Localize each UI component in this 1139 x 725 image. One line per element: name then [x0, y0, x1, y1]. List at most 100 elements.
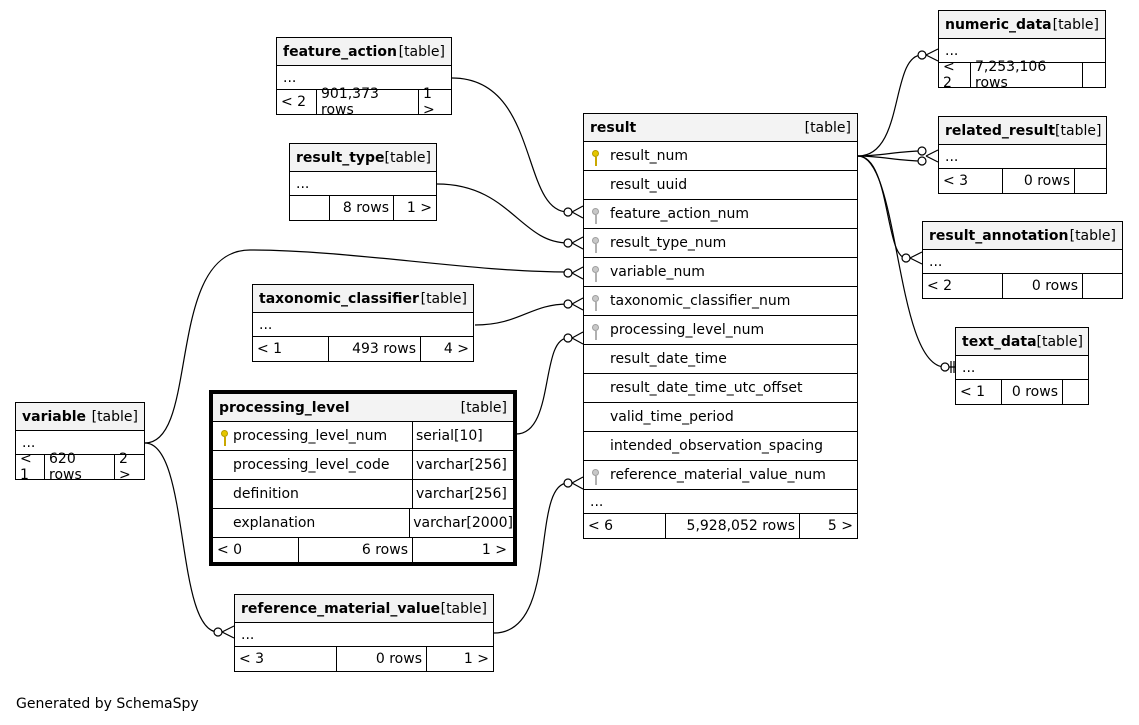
primary-key-icon — [592, 150, 599, 166]
table-result[interactable]: result[table] result_num result_uuid fea… — [583, 113, 858, 539]
row-count: 0 rows — [337, 647, 427, 671]
column-row[interactable]: processing_level_num serial[10] — [213, 422, 513, 451]
edge-text-data — [857, 155, 946, 368]
column-row[interactable]: processing_level_code varchar[256] — [213, 451, 513, 480]
table-processing-level[interactable]: processing_level [table] processing_level… — [209, 390, 517, 566]
edge-related-result-2 — [857, 155, 923, 162]
table-name: numeric_data — [945, 16, 1052, 33]
table-name: processing_level — [219, 399, 350, 416]
edge-feature-action — [451, 77, 569, 213]
table-feature-action[interactable]: feature_action[table] ... < 2 901,373 ro… — [276, 37, 452, 118]
column-row[interactable]: taxonomic_classifier_num — [584, 287, 857, 316]
table-reference-material-value[interactable]: reference_material_value[table] ... < 3 … — [234, 594, 494, 672]
children-count[interactable]: < 1 — [16, 451, 45, 483]
parents-count[interactable]: 4 > — [443, 341, 469, 357]
column-row[interactable]: valid_time_period — [584, 403, 857, 432]
column-row[interactable]: intended_observation_spacing — [584, 432, 857, 461]
table-kind: [table] — [1036, 333, 1083, 350]
row-count: 493 rows — [329, 337, 421, 361]
column-name: result_date_time_utc_offset — [610, 380, 803, 396]
children-count[interactable]: < 0 — [213, 538, 299, 562]
column-type: varchar[2000] — [413, 515, 513, 531]
parents-count[interactable]: 5 > — [827, 518, 853, 534]
column-name: result_date_time — [610, 351, 727, 367]
table-result-annotation[interactable]: result_annotation[table] ... < 2 0 rows — [922, 221, 1123, 299]
parents-count[interactable]: 1 > — [463, 651, 489, 667]
column-name: definition — [233, 486, 299, 502]
row-count: 0 rows — [1003, 274, 1083, 298]
parents-count[interactable] — [1063, 380, 1088, 404]
table-numeric-data[interactable]: numeric_data[table] ... < 2 7,253,106 ro… — [938, 10, 1106, 91]
table-stats: 8 rows 1 > — [290, 196, 436, 220]
column-row[interactable]: result_date_time_utc_offset — [584, 374, 857, 403]
row-count: 620 rows — [45, 451, 115, 483]
foreign-key-icon — [592, 469, 599, 485]
parents-count[interactable]: 1 > — [481, 542, 507, 558]
table-name: result — [590, 119, 637, 136]
column-name: result_uuid — [610, 177, 688, 193]
columns-ellipsis: ... — [235, 623, 493, 647]
table-kind: [table] — [1052, 16, 1099, 33]
parents-count[interactable]: 1 > — [406, 200, 432, 216]
children-count[interactable]: < 3 — [939, 169, 1003, 193]
table-variable[interactable]: variable[table] ... < 1 620 rows 2 > — [15, 402, 145, 483]
table-stats: < 3 0 rows 1 > — [235, 647, 493, 671]
table-stats: < 3 0 rows — [939, 169, 1106, 193]
column-row[interactable]: reference_material_value_num — [584, 461, 857, 490]
table-kind: [table] — [460, 399, 507, 416]
edge-result-annotation — [857, 155, 907, 259]
column-row[interactable]: definition varchar[256] — [213, 480, 513, 509]
column-name: valid_time_period — [610, 409, 734, 425]
table-kind: [table] — [384, 149, 431, 166]
children-count[interactable]: < 2 — [939, 59, 971, 91]
table-related-result[interactable]: related_result[table] ... < 3 0 rows — [938, 116, 1107, 194]
column-row[interactable]: result_type_num — [584, 229, 857, 258]
table-text-data[interactable]: text_data[table] ... < 1 0 rows — [955, 327, 1089, 405]
parents-count[interactable]: 2 > — [119, 451, 131, 483]
parents-count[interactable] — [1075, 169, 1106, 193]
table-result-type[interactable]: result_type[table] ... 8 rows 1 > — [289, 143, 437, 221]
column-type: varchar[256] — [416, 457, 507, 473]
column-row[interactable]: result_num — [584, 142, 857, 171]
table-stats: < 2 7,253,106 rows — [939, 59, 1105, 91]
children-count[interactable] — [290, 196, 330, 220]
parents-count[interactable] — [1083, 63, 1105, 87]
columns-ellipsis: ... — [16, 431, 144, 455]
edge-result-type — [436, 183, 569, 244]
table-stats: < 1 493 rows 4 > — [253, 337, 473, 361]
children-count[interactable]: < 6 — [584, 514, 666, 538]
column-type: varchar[256] — [416, 486, 507, 502]
parents-count[interactable]: 1 > — [423, 86, 435, 118]
columns-ellipsis: ... — [923, 250, 1122, 274]
children-count[interactable]: < 2 — [277, 90, 317, 114]
column-row[interactable]: variable_num — [584, 258, 857, 287]
column-name: intended_observation_spacing — [610, 438, 824, 454]
row-count: 0 rows — [1002, 380, 1063, 404]
column-row[interactable]: feature_action_num — [584, 200, 857, 229]
table-kind: [table] — [420, 290, 467, 307]
children-count[interactable]: < 1 — [956, 380, 1002, 404]
children-count[interactable]: < 2 — [923, 274, 1003, 298]
column-row[interactable]: result_date_time — [584, 345, 857, 374]
table-kind: [table] — [91, 408, 138, 425]
table-kind: [table] — [440, 600, 487, 617]
column-name: explanation — [233, 515, 316, 531]
table-name: related_result — [945, 122, 1056, 139]
column-name: feature_action_num — [610, 206, 750, 222]
parents-count[interactable] — [1083, 274, 1122, 298]
column-row[interactable]: explanation varchar[2000] — [213, 509, 513, 538]
edge-taxonomic — [474, 303, 569, 326]
table-stats: < 2 0 rows — [923, 274, 1122, 298]
table-kind: [table] — [398, 43, 445, 60]
table-taxonomic-classifier[interactable]: taxonomic_classifier[table] ... < 1 493 … — [252, 284, 474, 362]
edge-related-result-1 — [857, 150, 923, 157]
edge-reference-material — [493, 482, 569, 634]
children-count[interactable]: < 3 — [235, 647, 337, 671]
column-row[interactable]: processing_level_num — [584, 316, 857, 345]
row-count: 6 rows — [299, 538, 413, 562]
column-row[interactable]: result_uuid — [584, 171, 857, 200]
children-count[interactable]: < 1 — [253, 337, 329, 361]
table-stats: < 6 5,928,052 rows 5 > — [584, 514, 857, 538]
table-stats: < 0 6 rows 1 > — [213, 538, 513, 562]
